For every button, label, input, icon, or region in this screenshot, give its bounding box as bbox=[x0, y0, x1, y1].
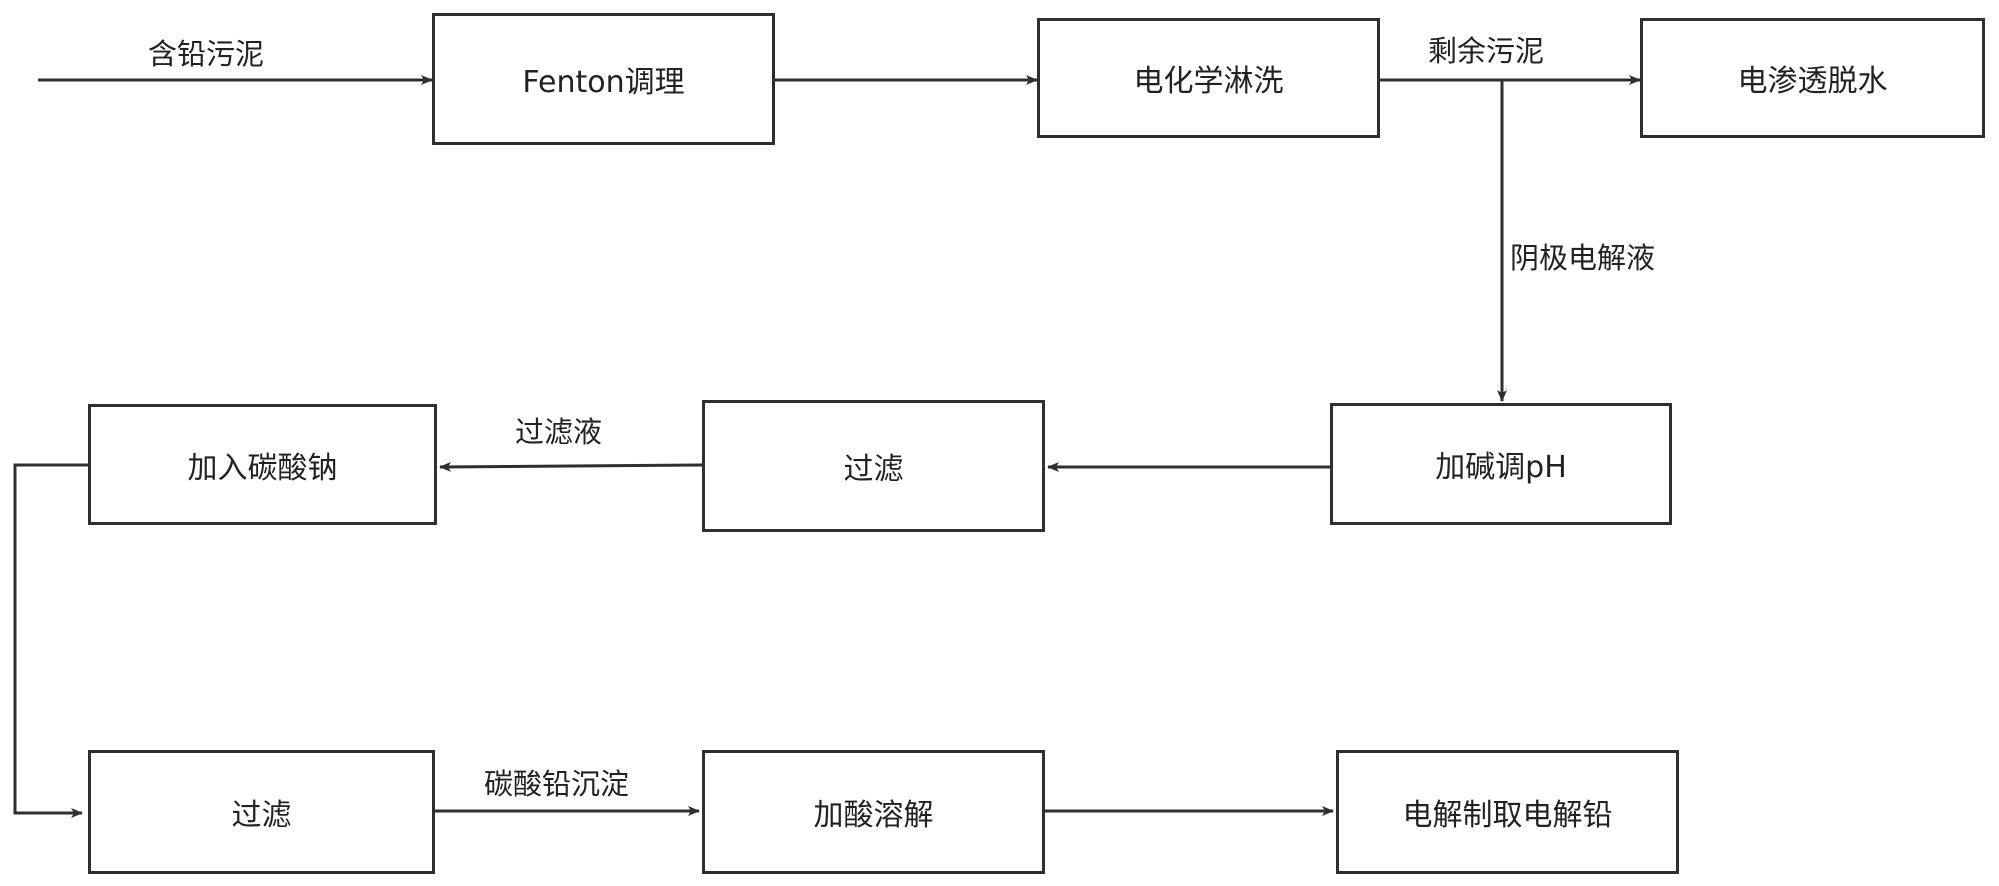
node-filtration-2-label: 过滤 bbox=[231, 798, 292, 833]
node-electrolytic-lead-label: 电解制取电解铅 bbox=[1402, 798, 1613, 833]
edge-label-lead-carbonate-precipitate: 碳酸铅沉淀 bbox=[484, 767, 630, 801]
node-electrolytic-lead: 电解制取电解铅 bbox=[1336, 750, 1679, 874]
node-electroosmotic-dewatering: 电渗透脱水 bbox=[1640, 18, 1985, 138]
edge-label-lead-sludge: 含铅污泥 bbox=[148, 37, 265, 71]
arrow-filtration-to-sodium-carbonate bbox=[439, 461, 703, 472]
node-electroosmotic-dewatering-label: 电渗透脱水 bbox=[1737, 64, 1888, 99]
node-filtration-1: 过滤 bbox=[702, 400, 1045, 532]
node-filtration-1-label: 过滤 bbox=[843, 452, 904, 487]
node-acid-dissolution-label: 加酸溶解 bbox=[813, 798, 934, 833]
node-alkali-ph-adjustment-label: 加碱调pH bbox=[1435, 450, 1567, 485]
node-add-sodium-carbonate: 加入碳酸钠 bbox=[88, 404, 437, 525]
node-fenton-conditioning: Fenton调理 bbox=[432, 13, 775, 145]
edge-label-filtrate: 过滤液 bbox=[515, 415, 603, 449]
node-add-sodium-carbonate-label: 加入碳酸钠 bbox=[187, 450, 338, 486]
edge-label-residual-sludge: 剩余污泥 bbox=[1428, 34, 1545, 68]
node-acid-dissolution: 加酸溶解 bbox=[702, 750, 1045, 874]
node-fenton-conditioning-label: Fenton调理 bbox=[522, 65, 685, 100]
edge-label-cathode-electrolyte: 阴极电解液 bbox=[1510, 241, 1656, 275]
node-electrochemical-washing: 电化学淋洗 bbox=[1037, 18, 1380, 138]
node-filtration-2: 过滤 bbox=[88, 750, 435, 874]
arrow-sodium-carbonate-to-filtration bbox=[13, 463, 90, 818]
node-alkali-ph-adjustment: 加碱调pH bbox=[1330, 403, 1672, 525]
node-electrochemical-washing-label: 电化学淋洗 bbox=[1133, 64, 1284, 99]
